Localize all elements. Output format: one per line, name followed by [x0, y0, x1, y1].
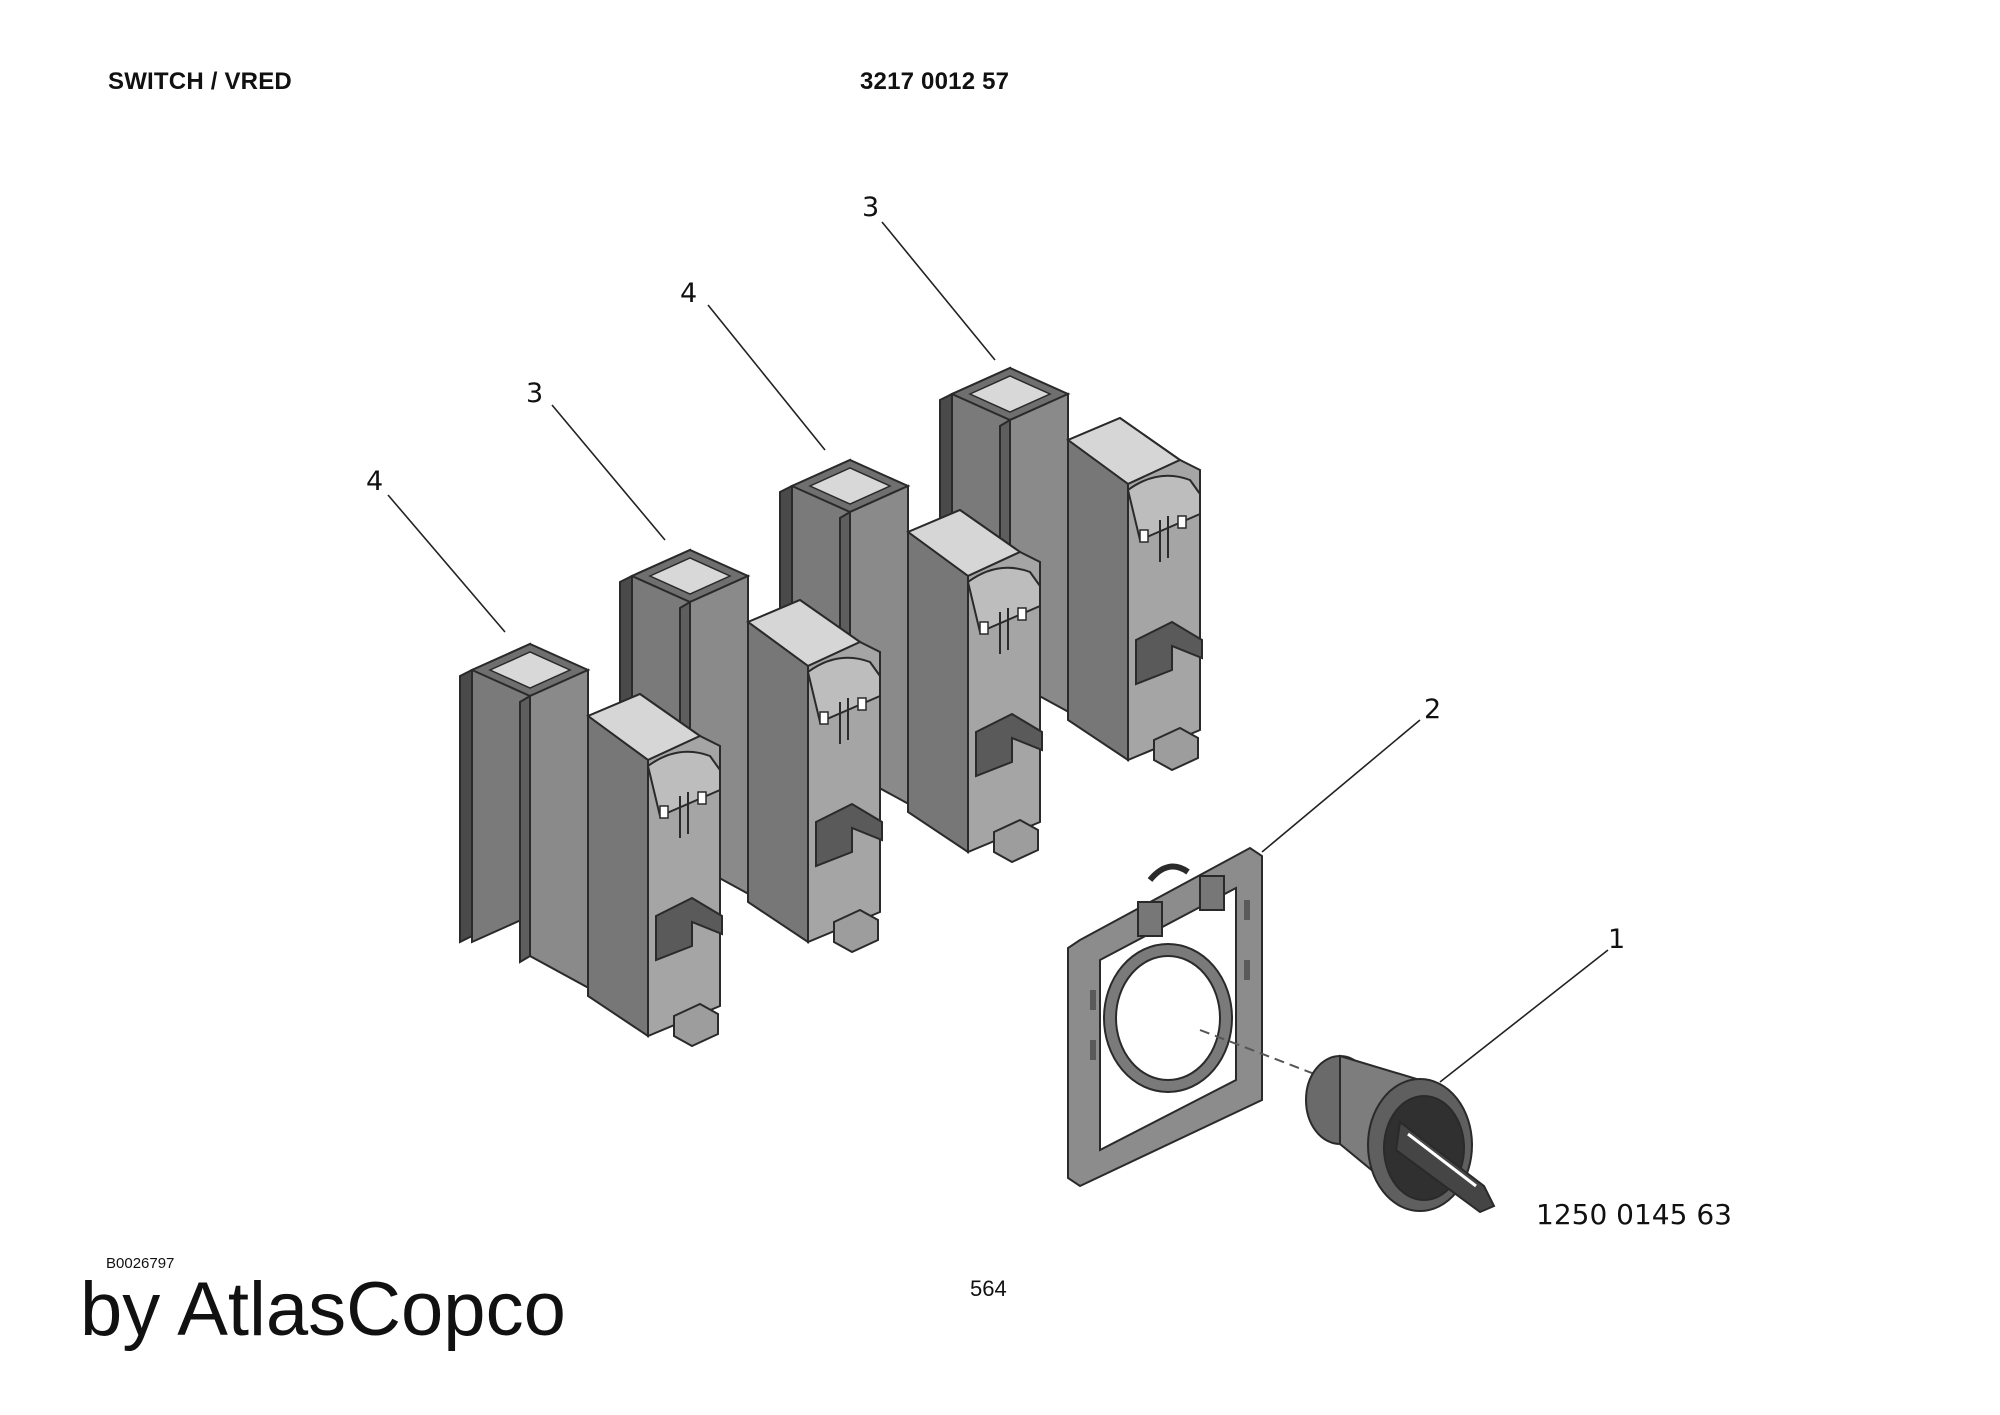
drawing-id: B0026797	[106, 1255, 175, 1272]
mounting-collar	[1067, 846, 1263, 1188]
callout-4-front: 4	[366, 466, 383, 497]
header-part-number: 3217 0012 57	[860, 68, 1010, 95]
callout-3-front: 3	[526, 378, 543, 409]
leader-lines	[387, 221, 1609, 1083]
callout-4-rear: 4	[680, 278, 697, 309]
callout-1: 1	[1608, 924, 1625, 955]
assembly-axis-line	[1199, 1029, 1331, 1081]
page-number: 564	[970, 1276, 1007, 1301]
selector-switch-head	[1305, 1054, 1496, 1214]
callout-3-rear: 3	[862, 192, 879, 223]
callout-2: 2	[1424, 694, 1441, 725]
assembly-part-number: 1250 0145 63	[1536, 1198, 1732, 1231]
brand-watermark: by AtlasCopco	[80, 1267, 566, 1352]
diagram-title: SWITCH / VRED	[108, 68, 292, 95]
